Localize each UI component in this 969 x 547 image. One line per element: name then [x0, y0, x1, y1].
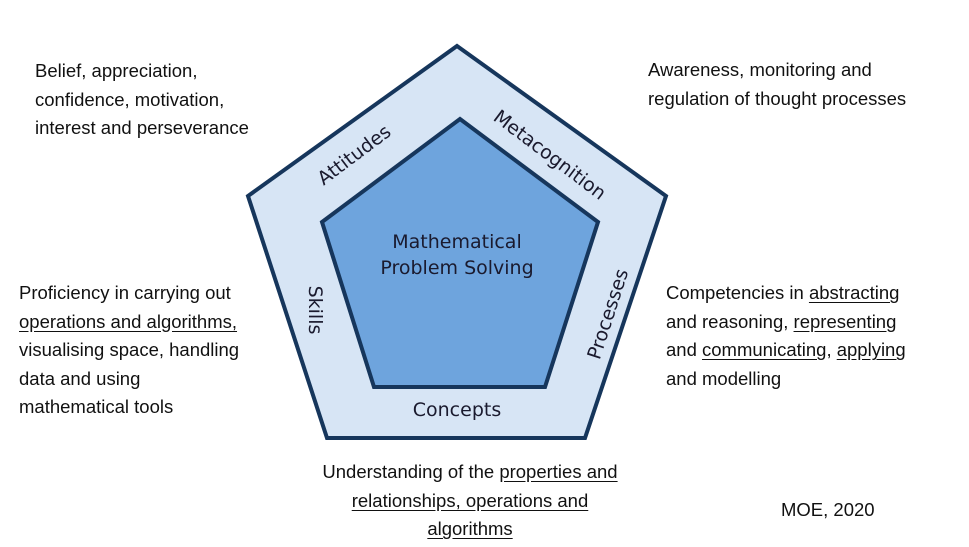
inner-pentagon — [319, 116, 601, 389]
text-line: Belief, appreciation, — [35, 60, 198, 81]
text-underlined: abstracting — [808, 282, 900, 303]
text-line: mathematical tools — [19, 396, 174, 417]
text-underlined: applying — [836, 339, 906, 360]
text: Competencies in — [666, 282, 809, 303]
concepts-description: Understanding of the properties and rela… — [300, 458, 640, 544]
text-line-underlined: algorithms — [427, 518, 513, 539]
text-line: and modelling — [666, 367, 782, 389]
center-label-line1: Mathematical — [392, 231, 521, 253]
text-underlined: communicating — [702, 339, 827, 360]
text-line: visualising space, handling — [19, 339, 240, 360]
skills-description: Proficiency in carrying out operations a… — [19, 279, 239, 422]
text: Understanding of the — [322, 461, 500, 482]
attitudes-description: Belief, appreciation, confidence, motiva… — [35, 57, 249, 143]
text: , — [826, 339, 837, 360]
side-label-concepts: Concepts — [413, 399, 501, 421]
text-line: Awareness, monitoring and — [648, 59, 872, 80]
text-underlined: representing — [793, 310, 897, 332]
source-citation: MOE, 2020 — [781, 499, 875, 520]
text-line-underlined: relationships, operations and — [351, 489, 589, 511]
side-label-skills: Skills — [304, 286, 326, 335]
text-line: Proficiency in carrying out — [19, 282, 231, 303]
text: and — [666, 339, 703, 360]
text-line: data and using — [19, 367, 141, 389]
text-line: confidence, motivation, — [35, 88, 225, 110]
processes-description: Competencies in abstracting and reasonin… — [666, 279, 906, 393]
text-line-underlined: operations and algorithms, — [19, 310, 238, 332]
metacognition-description: Awareness, monitoring and regulation of … — [648, 56, 906, 113]
text: and reasoning, — [666, 310, 794, 332]
text-line: regulation of thought processes — [648, 87, 907, 109]
text-underlined: properties and — [499, 461, 618, 482]
center-label-line2: Problem Solving — [380, 257, 533, 279]
text-line: interest and perseverance — [35, 117, 249, 138]
